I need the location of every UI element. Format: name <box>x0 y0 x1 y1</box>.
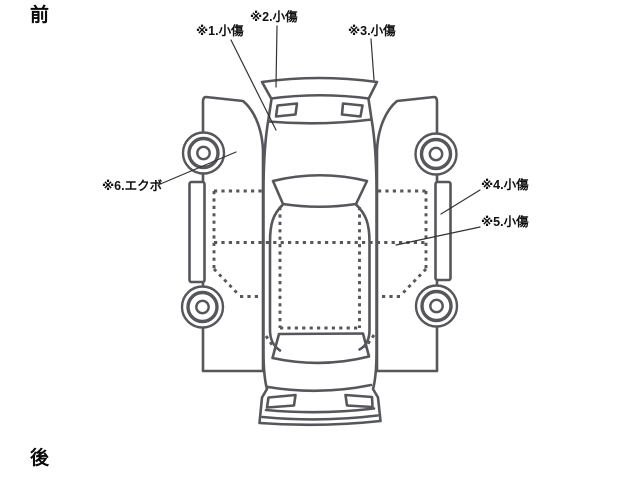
damage-annotation-5: ※5.小傷 <box>481 215 529 229</box>
taillight-left <box>265 393 297 409</box>
leader-line-4 <box>440 189 481 215</box>
rear-orientation-label: 後 <box>30 448 50 469</box>
leader-line-5 <box>395 226 481 246</box>
damage-annotation-3: ※3.小傷 <box>348 24 396 38</box>
wheel-front-right <box>414 132 458 176</box>
windshield <box>271 173 369 209</box>
dashed-rear-door-diagonal-right <box>399 267 428 297</box>
damage-annotation-1: ※1.小傷 <box>196 24 244 38</box>
right-rocker-panel <box>434 180 452 282</box>
front-bumper-line <box>270 93 370 100</box>
damage-annotation-2: ※2.小傷 <box>250 10 298 24</box>
damage-annotation-4: ※4.小傷 <box>481 178 529 192</box>
wheel-rear-left <box>180 285 225 329</box>
leader-line-3 <box>370 38 375 81</box>
dashed-pillar-left <box>264 335 277 350</box>
left-rocker-panel <box>188 180 206 284</box>
trunk-line <box>266 383 373 393</box>
car-body-outline <box>258 76 382 427</box>
front-fascia-line <box>267 118 373 125</box>
rear-bumper-line-2 <box>261 414 379 421</box>
dashed-pillar-right <box>363 334 376 349</box>
headlight-left <box>274 102 299 118</box>
greenhouse-line-right <box>354 203 371 351</box>
leader-line-1 <box>230 39 277 131</box>
leader-line-2 <box>275 25 278 88</box>
headlight-right <box>340 102 364 118</box>
taillight-right <box>344 393 374 409</box>
front-orientation-label: 前 <box>30 5 50 26</box>
leader-line-6 <box>157 151 237 186</box>
rear-bumper-line-1 <box>264 407 376 414</box>
damage-annotation-6: ※6.エクボ <box>102 179 163 193</box>
rear-window <box>271 332 371 365</box>
wheel-front-left <box>181 131 226 175</box>
dashed-rear-door-diagonal-left <box>212 267 241 297</box>
wheel-rear-right <box>414 284 459 328</box>
